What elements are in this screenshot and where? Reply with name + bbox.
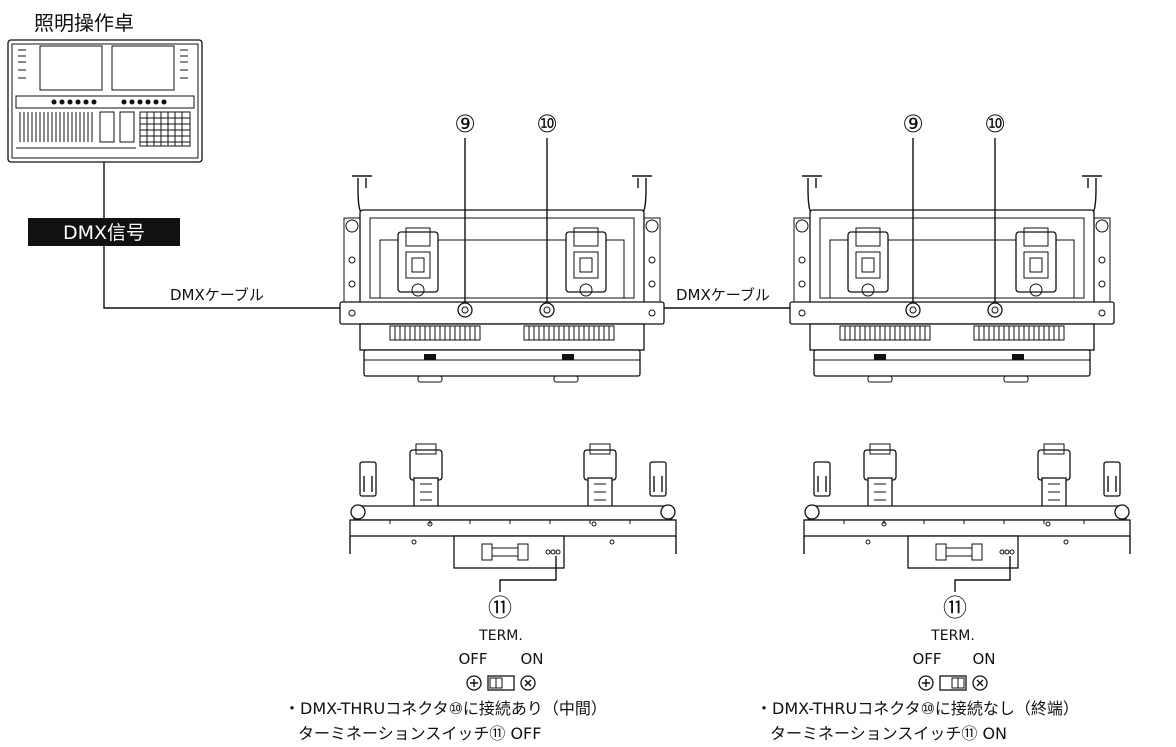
dmx-thru-connector-2	[987, 302, 1003, 318]
fixture-front-1	[339, 175, 665, 383]
console-title: 照明操作卓	[34, 11, 134, 35]
lighting-console-icon	[7, 39, 203, 163]
dmx-signal-box	[28, 218, 180, 246]
dmx-in-connector-1	[457, 302, 473, 318]
dmx-signal-label: DMX信号	[63, 222, 145, 244]
dmx-cable-line-1	[103, 246, 452, 309]
marker-in-2: ⑨	[902, 110, 924, 138]
fixture-front-2	[789, 175, 1115, 383]
marker-in-1: ⑨	[454, 110, 476, 138]
term-label-1: TERM.	[478, 628, 523, 644]
note-1-line2: ターミネーションスイッチ⑪ OFF	[298, 724, 541, 743]
term-label-2: TERM.	[930, 628, 975, 644]
fixture-rear-2	[803, 443, 1131, 569]
termination-switch-2	[918, 675, 988, 691]
note-2-line1: ・DMX-THRUコネクタ⑩に接続なし（終端）	[756, 699, 1079, 718]
marker-thru-2: ⑩	[984, 110, 1006, 138]
marker-switch-1: ⑪	[488, 594, 512, 622]
note-2-line2: ターミネーションスイッチ⑪ ON	[770, 724, 1007, 743]
termination-switch-1	[466, 675, 536, 691]
off-label-1: OFF	[458, 650, 487, 668]
on-label-1: ON	[520, 650, 543, 668]
marker-switch-2: ⑪	[943, 594, 967, 622]
cable-label-2: DMXケーブル	[676, 286, 770, 304]
cable-label-1: DMXケーブル	[170, 286, 264, 304]
fixture-rear-1	[349, 443, 677, 569]
switch-leader-2	[954, 556, 1011, 592]
on-label-2: ON	[972, 650, 995, 668]
off-label-2: OFF	[912, 650, 941, 668]
switch-leader-1	[499, 556, 557, 592]
marker-thru-1: ⑩	[536, 110, 558, 138]
note-1-line1: ・DMX-THRUコネクタ⑩に接続あり（中間）	[284, 699, 607, 718]
dmx-thru-connector-1	[539, 302, 555, 318]
dmx-in-connector-2	[905, 302, 921, 318]
